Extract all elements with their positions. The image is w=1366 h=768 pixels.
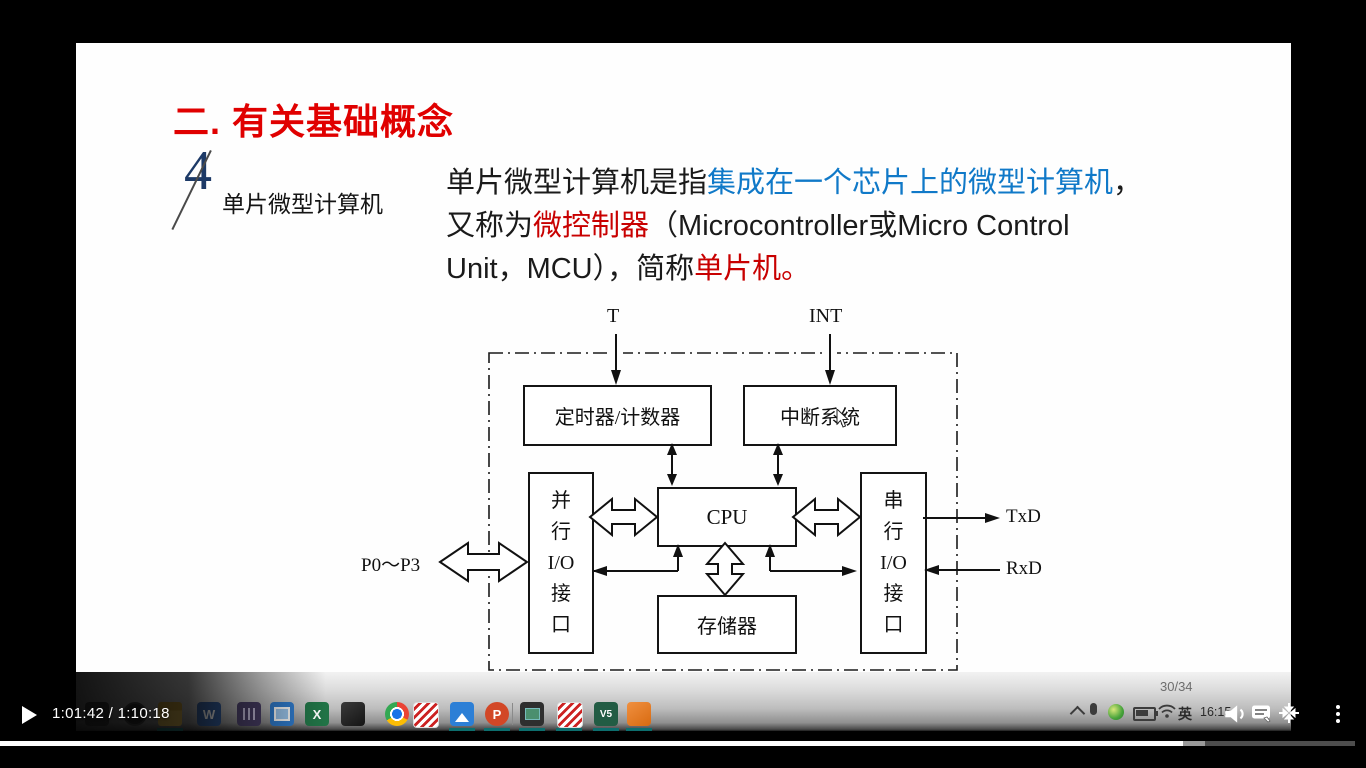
- diagram-label-RxD: RxD: [1006, 558, 1042, 579]
- cpu-box: CPU: [657, 487, 797, 547]
- timer-counter-box: 定时器/计数器: [523, 385, 712, 446]
- paragraph-line-2: 又称为微控制器（Microcontroller或Micro Control: [446, 205, 1186, 248]
- board-glyph: [524, 708, 540, 720]
- progress-played: [0, 741, 1183, 746]
- powerpoint-icon: P: [485, 702, 509, 726]
- mountain-glyph: [455, 712, 469, 722]
- paragraph-line-3: Unit，MCU），简称单片机。: [446, 248, 1186, 291]
- time-separator: /: [104, 705, 118, 722]
- blue-mountain-app-icon: [450, 702, 474, 726]
- int-arrow: [825, 334, 835, 385]
- diagram-label-TxD: TxD: [1006, 506, 1041, 527]
- chrome-icon: [385, 702, 409, 726]
- menu-dot: [1336, 705, 1340, 709]
- battery-icon: [1133, 707, 1158, 721]
- running-indicator: [484, 728, 510, 731]
- slide-page-counter: 30/34: [1160, 679, 1193, 694]
- running-indicator: [556, 728, 582, 731]
- text-black: 又称为: [446, 210, 534, 242]
- text-black: ，: [1113, 167, 1143, 199]
- black-disk-app-icon: [341, 702, 365, 726]
- diagram-label-ports: P0～P3: [361, 555, 421, 576]
- tray-chevron-up-icon: [1069, 705, 1086, 722]
- circuit-board-app-icon: [520, 702, 544, 726]
- battery-nub: [1156, 711, 1158, 716]
- running-indicator: [593, 728, 619, 731]
- shrink-icon[interactable]: [1277, 701, 1301, 725]
- running-indicator: [626, 728, 652, 731]
- tray-clock: 16:15: [1200, 705, 1232, 719]
- interrupt-cpu-arrow: [773, 443, 783, 486]
- serial-io-box: 串 行 I/O 接 口: [860, 472, 927, 654]
- more-menu-icon[interactable]: [1333, 702, 1343, 726]
- notes-bubble-icon[interactable]: [1251, 704, 1273, 725]
- cpu-serial-bus-arrow: [791, 496, 862, 538]
- progress-buffer: [1183, 741, 1205, 746]
- section-label: 单片微型计算机: [222, 191, 383, 217]
- txd-arrow: [923, 513, 1000, 523]
- text-black: Unit，MCU），简称: [446, 253, 695, 285]
- red-stripe-app-icon-2: [557, 702, 583, 728]
- text-black: 单片微型计算机是指: [446, 167, 708, 199]
- timer-cpu-arrow: [667, 443, 677, 486]
- volume-icon[interactable]: [1222, 701, 1248, 727]
- mouse-cursor-icon: [836, 409, 850, 428]
- red-stripe-app-icon: [413, 702, 439, 728]
- wifi-icon: [1158, 704, 1176, 718]
- microphone-icon: [1090, 703, 1097, 715]
- player-left-scrim: [76, 672, 326, 731]
- cpu-serial-control-arrow: [765, 544, 857, 576]
- text-blue-highlight: 集成在一个芯片上的微型计算机: [707, 167, 1114, 199]
- diagram-label-T: T: [607, 305, 620, 327]
- green-orb-tray-icon: [1108, 704, 1124, 720]
- recorded-taskbar: 30/34 W X P V5 英: [76, 672, 1291, 731]
- slide-title: 二. 有关基础概念: [173, 101, 455, 142]
- menu-dot: [1336, 712, 1340, 716]
- progress-bar[interactable]: [0, 741, 1366, 746]
- progress-remaining: [1205, 741, 1355, 746]
- cpu-parallel-control-arrow: [592, 544, 683, 576]
- running-indicator: [519, 728, 545, 731]
- duration: 1:10:18: [117, 705, 170, 722]
- orange-app-icon: [627, 702, 651, 726]
- slide-paragraph: 单片微型计算机是指集成在一个芯片上的微型计算机， 又称为微控制器（Microco…: [446, 162, 1186, 291]
- ime-language-indicator: 英: [1178, 706, 1192, 722]
- keil-v5-icon: V5: [594, 702, 618, 726]
- taskbar-divider: [512, 703, 513, 725]
- interrupt-system-box: 中断系统: [743, 385, 897, 446]
- diagram-label-INT: INT: [809, 305, 843, 327]
- battery-level: [1136, 710, 1148, 716]
- cpu-memory-bus-arrow: [704, 541, 746, 597]
- play-button[interactable]: [22, 706, 37, 724]
- parallel-cpu-bus-arrow: [588, 496, 659, 538]
- text-red-highlight: 单片机。: [694, 253, 811, 285]
- running-indicator: [449, 728, 475, 731]
- rxd-arrow: [924, 565, 1000, 575]
- parallel-io-box: 并 行 I/O 接 口: [528, 472, 594, 654]
- current-time: 1:01:42: [52, 705, 105, 722]
- memory-box: 存储器: [657, 595, 797, 654]
- text-black: （Microcontroller或Micro Control: [649, 210, 1070, 242]
- video-content: 二. 有关基础概念 4 单片微型计算机 单片微型计算机是指集成在一个芯片上的微型…: [76, 43, 1291, 731]
- ports-bus-arrow: [438, 541, 529, 583]
- paragraph-line-1: 单片微型计算机是指集成在一个芯片上的微型计算机，: [446, 162, 1186, 205]
- menu-dot: [1336, 719, 1340, 723]
- time-display: 1:01:42 / 1:10:18: [52, 705, 170, 722]
- t-arrow: [611, 334, 621, 385]
- text-red-highlight: 微控制器: [533, 210, 650, 242]
